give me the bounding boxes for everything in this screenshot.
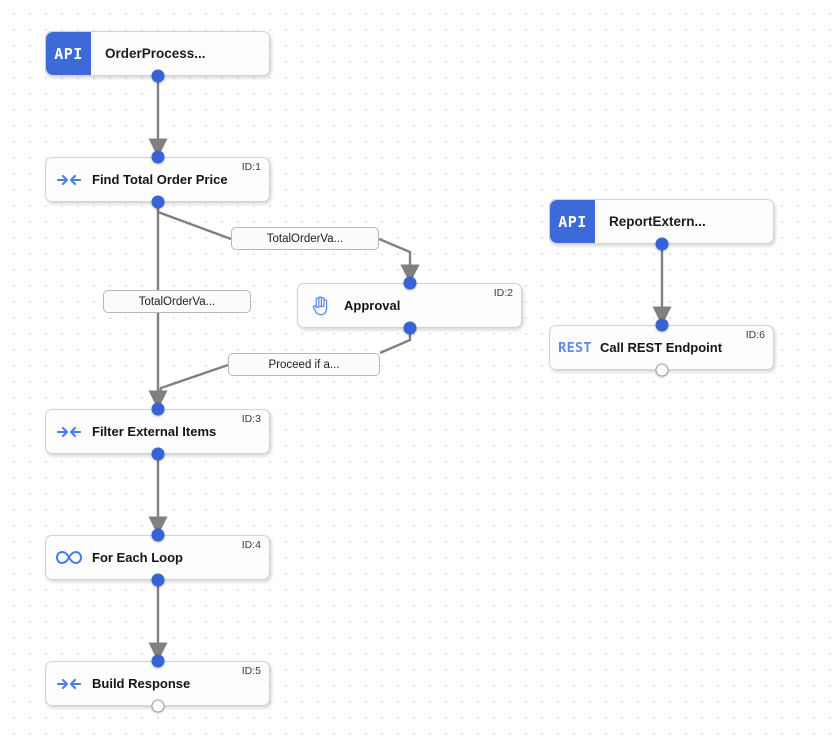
infinity-loop-icon bbox=[46, 550, 92, 565]
port-filter-external-out[interactable] bbox=[151, 447, 165, 461]
node-approval[interactable]: Approval ID:2 bbox=[297, 283, 522, 328]
port-call-rest-endpoint-in[interactable] bbox=[655, 318, 669, 332]
node-report-extern[interactable]: API ReportExtern... bbox=[549, 199, 774, 244]
port-for-each-loop-out[interactable] bbox=[151, 573, 165, 587]
node-for-each-loop[interactable]: For Each Loop ID:4 bbox=[45, 535, 270, 580]
node-title: ReportExtern... bbox=[609, 214, 706, 229]
node-title: For Each Loop bbox=[92, 550, 183, 565]
edge-label-text: Proceed if a... bbox=[268, 358, 340, 371]
edge-label-text: TotalOrderVa... bbox=[138, 295, 216, 308]
transform-arrows-icon bbox=[46, 172, 92, 188]
api-badge-icon: API bbox=[46, 32, 91, 75]
port-approval-in[interactable] bbox=[403, 276, 417, 290]
node-find-total-order-price[interactable]: Find Total Order Price ID:1 bbox=[45, 157, 270, 202]
api-badge-label: API bbox=[54, 44, 83, 63]
node-title: Call REST Endpoint bbox=[600, 340, 723, 355]
port-call-rest-endpoint-out[interactable] bbox=[655, 363, 669, 377]
transform-arrows-icon bbox=[46, 676, 92, 692]
port-find-total-in[interactable] bbox=[151, 150, 165, 164]
port-build-response-out[interactable] bbox=[151, 699, 165, 713]
transform-arrows-icon bbox=[46, 424, 92, 440]
node-title: OrderProcess... bbox=[105, 46, 206, 61]
rest-label-icon: REST bbox=[558, 339, 592, 356]
port-filter-external-in[interactable] bbox=[151, 402, 165, 416]
node-title: Filter External Items bbox=[92, 424, 217, 439]
edge-label-proceed-if-approved[interactable]: Proceed if a... bbox=[228, 353, 380, 376]
node-call-rest-endpoint[interactable]: REST Call REST Endpoint ID:6 bbox=[549, 325, 774, 370]
port-for-each-loop-in[interactable] bbox=[151, 528, 165, 542]
node-id-tag: ID:3 bbox=[241, 413, 261, 425]
node-title: Find Total Order Price bbox=[92, 172, 228, 187]
port-report-extern-out[interactable] bbox=[655, 237, 669, 251]
node-build-response[interactable]: Build Response ID:5 bbox=[45, 661, 270, 706]
api-badge-icon: API bbox=[550, 200, 595, 243]
api-badge-label: API bbox=[558, 212, 587, 231]
node-id-tag: ID:1 bbox=[241, 161, 261, 173]
node-filter-external-items[interactable]: Filter External Items ID:3 bbox=[45, 409, 270, 454]
node-id-tag: ID:5 bbox=[241, 665, 261, 677]
node-id-tag: ID:4 bbox=[241, 539, 261, 551]
node-id-tag: ID:2 bbox=[493, 287, 513, 299]
port-approval-out[interactable] bbox=[403, 321, 417, 335]
node-title: Build Response bbox=[92, 676, 191, 691]
port-order-process-out[interactable] bbox=[151, 69, 165, 83]
port-build-response-in[interactable] bbox=[151, 654, 165, 668]
raised-hand-icon bbox=[298, 295, 344, 316]
edge-label-text: TotalOrderVa... bbox=[266, 232, 344, 245]
node-id-tag: ID:6 bbox=[745, 329, 765, 341]
edge-label-total-order-value-upper[interactable]: TotalOrderVa... bbox=[231, 227, 379, 250]
edge-label-total-order-value-lower[interactable]: TotalOrderVa... bbox=[103, 290, 251, 313]
node-title: Approval bbox=[344, 298, 401, 313]
port-find-total-out[interactable] bbox=[151, 195, 165, 209]
node-order-process[interactable]: API OrderProcess... bbox=[45, 31, 270, 76]
